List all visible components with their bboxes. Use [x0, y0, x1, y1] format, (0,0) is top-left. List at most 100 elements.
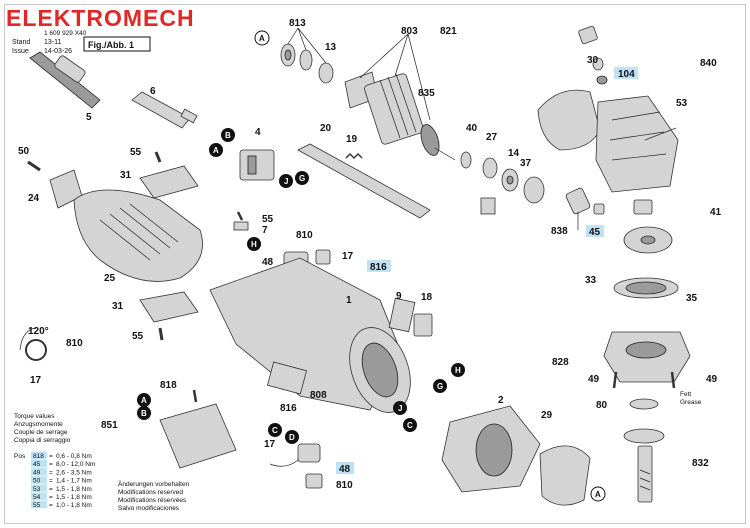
torque-pos: 818	[33, 453, 44, 460]
highlight-104	[614, 67, 638, 79]
spring-part	[345, 153, 363, 159]
torque-pos: 50	[33, 478, 41, 485]
label-808: 808	[310, 390, 327, 401]
screw-part	[158, 327, 164, 341]
torque-value: 1,0 - 1,8 Nm	[56, 502, 92, 509]
marker-h-brush	[247, 237, 261, 251]
marker-j-stator	[393, 401, 407, 415]
doc-number: 1 609 929 X40	[44, 30, 87, 37]
torque-value: 8,0 - 12,0 Nm	[56, 461, 95, 468]
group-middle	[159, 143, 591, 506]
label-45: 45	[589, 227, 601, 238]
torque-table: Torque values Anzugsmomente Couple de se…	[14, 413, 95, 509]
label-5: 5	[86, 112, 92, 123]
marker-c-stator	[403, 418, 417, 432]
marker-a-baffle	[590, 486, 606, 502]
marker-g-stator-text: G	[437, 382, 443, 391]
label-832: 832	[692, 458, 709, 469]
drawing-frame	[4, 4, 746, 524]
housing-ribs	[609, 111, 667, 161]
pin-part	[596, 75, 608, 85]
label-20: 20	[320, 123, 332, 134]
brush-holder-part	[297, 443, 321, 463]
notice-line-3: Modifications réservées	[118, 497, 187, 504]
coil-part	[25, 339, 47, 361]
cord-part	[29, 51, 101, 109]
clip-part	[233, 221, 249, 231]
marker-a-module-text: A	[141, 396, 147, 405]
marker-a-top-text: A	[259, 34, 265, 43]
marker-a-baffle-text: A	[595, 490, 601, 499]
bearing-part	[318, 62, 334, 84]
label-7: 7	[262, 225, 268, 236]
label-816b: 816	[280, 403, 297, 414]
torque-sep: =	[49, 453, 53, 460]
highlight-48	[336, 462, 354, 474]
washer-part	[629, 398, 659, 410]
label-angle: 120°	[28, 326, 49, 337]
torque-title-1: Torque values	[14, 413, 55, 420]
clamp-part	[180, 108, 198, 124]
label-48b: 48	[339, 464, 351, 475]
torque-title-2: Anzugsmomente	[14, 421, 63, 428]
stand-value: 13-11	[44, 39, 61, 46]
label-27: 27	[486, 132, 498, 143]
marker-a-plug	[209, 143, 223, 157]
issue-label: Issue	[12, 48, 29, 55]
torque-sep: =	[49, 478, 53, 485]
switch-plate-part	[139, 165, 199, 199]
issue-value: 14-03-26	[44, 48, 72, 55]
torque-value: 0,6 - 0,8 Nm	[56, 453, 92, 460]
torque-sep: =	[49, 486, 53, 493]
label-17b: 17	[30, 375, 42, 386]
label-816a: 816	[370, 262, 387, 273]
marker-a-top	[254, 30, 270, 46]
label-810c: 810	[336, 480, 353, 491]
plug-part	[54, 55, 86, 83]
flange-bore	[625, 341, 667, 359]
handle-housing-part	[73, 189, 203, 282]
label-80: 80	[596, 400, 608, 411]
label-6: 6	[150, 86, 156, 97]
bearing-bore	[284, 49, 292, 61]
label-41: 41	[710, 207, 722, 218]
gear-housing-part	[595, 95, 679, 193]
label-818: 818	[160, 380, 177, 391]
brush-part	[305, 473, 323, 489]
marker-d-brush	[285, 430, 299, 444]
notice-line-4: Salvo modificaciones	[118, 505, 180, 512]
plate-part	[388, 297, 416, 333]
group-top	[280, 25, 679, 254]
label-13: 13	[325, 42, 337, 53]
label-50: 50	[18, 146, 30, 157]
torque-value: 1,4 - 1,7 Nm	[56, 478, 92, 485]
marker-a-module	[137, 393, 151, 407]
torque-sep: =	[49, 494, 53, 501]
label-33: 33	[585, 275, 597, 286]
label-810a: 810	[296, 230, 313, 241]
label-30: 30	[587, 55, 599, 66]
group-right	[603, 277, 691, 503]
torque-pos-highlight	[31, 500, 47, 509]
label-part	[266, 361, 308, 395]
label-48a: 48	[262, 257, 274, 268]
spring-part	[592, 57, 604, 71]
torque-pos-highlight	[31, 492, 47, 500]
clip-part	[480, 197, 496, 215]
label-2: 2	[498, 395, 504, 406]
notice-block: Änderungen vorbehalten Modifications res…	[118, 480, 190, 512]
grip-ribs	[99, 203, 179, 261]
marker-b-plug	[221, 128, 235, 142]
marker-j-switch	[279, 174, 293, 188]
screw-part	[154, 151, 162, 163]
marker-a-plug-text: A	[213, 146, 219, 155]
bearing-bore	[506, 175, 514, 185]
stand-label: Stand	[12, 39, 30, 46]
brand-logo-text: ELEKTROMECH	[6, 5, 195, 31]
label-810b: 810	[66, 338, 83, 349]
label-53: 53	[676, 98, 688, 109]
torque-title-4: Coppia di serraggio	[14, 437, 71, 444]
torque-sep: =	[49, 469, 53, 476]
label-19: 19	[346, 134, 358, 145]
